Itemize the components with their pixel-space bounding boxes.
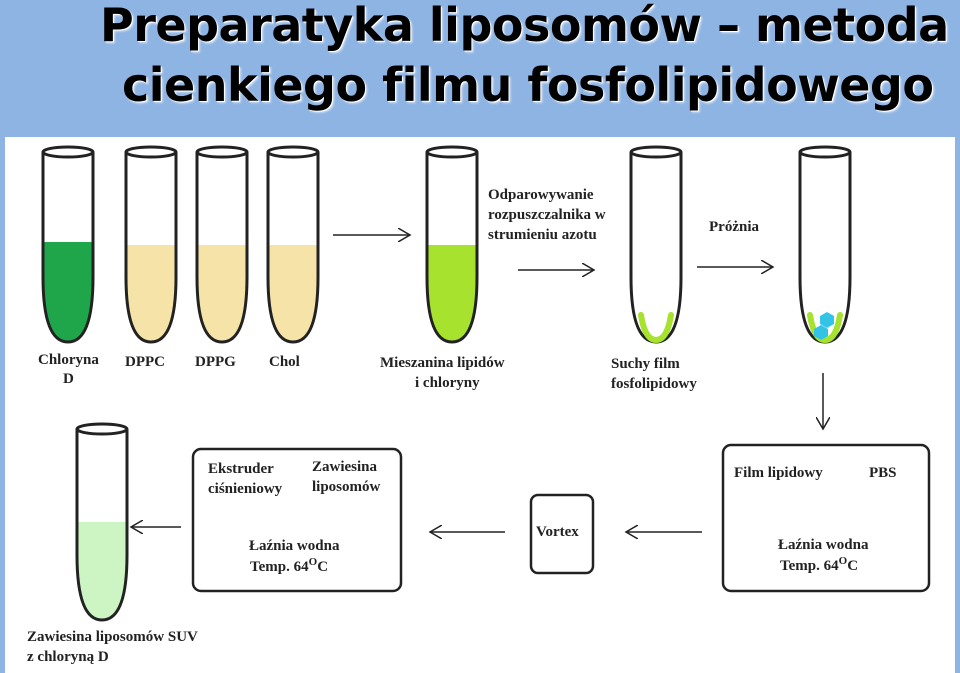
tube-dppg-fill <box>197 245 247 342</box>
diagram-canvas: Chloryna D DPPC DPPG Chol Mieszanina lip… <box>5 137 955 673</box>
label-mixture-2: i chloryny <box>415 375 480 391</box>
tube-suv <box>75 422 129 622</box>
label-chol: Chol <box>269 354 300 370</box>
diagram-svg: Chloryna D DPPC DPPG Chol Mieszanina lip… <box>27 145 931 665</box>
dry-film-layer <box>638 312 674 344</box>
tube-dppg <box>195 145 249 344</box>
extrusion-extruder-1: Ekstruder <box>208 461 274 477</box>
label-suv-1: Zawiesina liposomów SUV <box>27 629 198 645</box>
tube-mixture <box>425 145 479 344</box>
label-dppc: DPPC <box>125 354 165 370</box>
tube-suv-fill <box>77 522 127 620</box>
label-mixture-1: Mieszanina lipidów <box>380 355 505 371</box>
label-dry-film-1: Suchy film <box>611 356 680 372</box>
liposome-1 <box>820 312 834 328</box>
hydration-temp: Temp. 64OC <box>780 555 858 574</box>
tube-chol-fill <box>268 245 318 342</box>
tube-film-liposomes <box>798 145 852 344</box>
extrusion-suspension-2: liposomów <box>312 479 381 495</box>
extrusion-bath: Łaźnia wodna <box>249 538 340 554</box>
title-line-1: Preparatyka liposomów – metoda <box>100 0 949 52</box>
tube-chloryna <box>41 145 95 344</box>
box-vortex: Vortex <box>529 493 595 575</box>
tube-chol <box>266 145 320 344</box>
tube-chloryna-fill <box>43 242 93 342</box>
hydration-pbs: PBS <box>869 465 897 481</box>
vortex-label: Vortex <box>536 524 579 540</box>
label-suv-2: z chloryną D <box>27 649 109 665</box>
step-evaporation-3: strumieniu azotu <box>488 227 597 243</box>
hydration-film: Film lipidowy <box>734 465 823 481</box>
label-chloryna-1: Chloryna <box>38 352 99 368</box>
tube-dppc-fill <box>126 245 176 342</box>
label-chloryna-2: D <box>63 371 74 387</box>
step-evaporation-2: rozpuszczalnika w <box>488 207 606 223</box>
title-bar: Preparatyka liposomów – metoda cienkiego… <box>0 0 960 137</box>
extrusion-temp: Temp. 64OC <box>250 556 328 575</box>
step-vacuum: Próżnia <box>709 219 759 235</box>
tube-dry-film <box>629 145 683 344</box>
hydration-bath: Łaźnia wodna <box>778 537 869 553</box>
title-line-2: cienkiego filmu fosfolipidowego <box>122 58 934 112</box>
extrusion-suspension-1: Zawiesina <box>312 459 378 475</box>
tube-mixture-fill <box>427 245 477 342</box>
film-layer <box>807 312 843 344</box>
label-dry-film-2: fosfolipidowy <box>611 376 697 392</box>
step-evaporation-1: Odparowywanie <box>488 187 594 203</box>
tube-dppc <box>124 145 178 344</box>
liposome-2 <box>814 325 828 340</box>
extrusion-extruder-2: ciśnieniowy <box>208 481 283 497</box>
label-dppg: DPPG <box>195 354 236 370</box>
box-extrusion: Ekstruder ciśnieniowy Zawiesina liposomó… <box>191 447 403 593</box>
box-hydration: Film lipidowy PBS Łaźnia wodna Temp. 64O… <box>721 443 931 593</box>
